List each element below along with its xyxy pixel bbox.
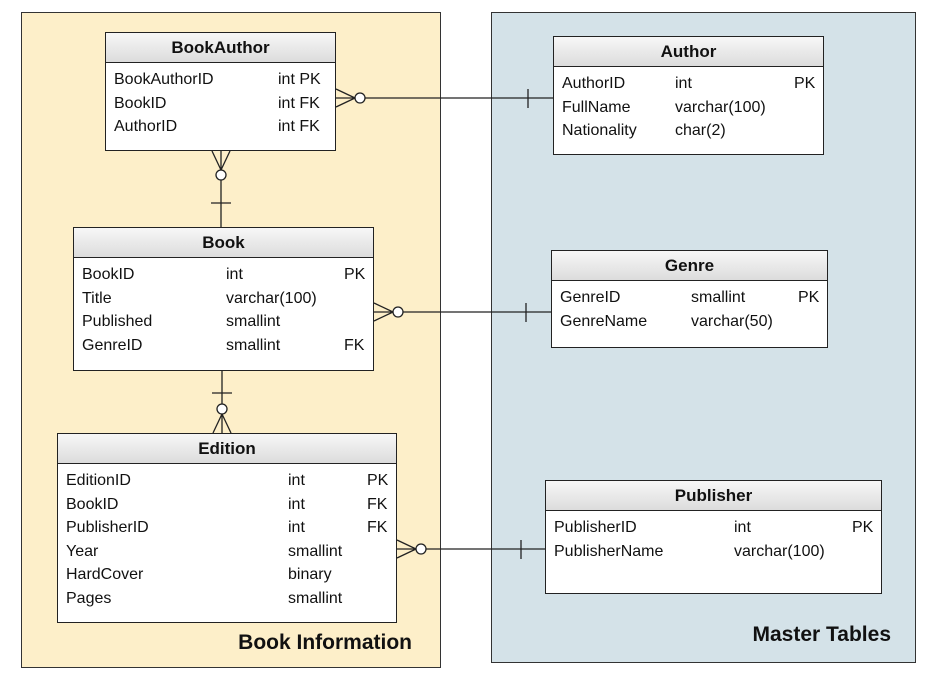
column-key: PK bbox=[344, 266, 366, 283]
column-key: FK bbox=[367, 495, 388, 513]
column-key: PK bbox=[798, 289, 820, 306]
column-name: GenreID bbox=[82, 336, 143, 354]
column-name: PublisherName bbox=[554, 542, 664, 560]
entity-title: Author bbox=[554, 37, 823, 67]
column-key: FK bbox=[367, 519, 388, 536]
column-name: BookID bbox=[66, 495, 119, 513]
column-row: GenreName varchar(50) bbox=[560, 310, 819, 334]
column-row: GenreID smallint PK bbox=[560, 286, 819, 310]
column-type: int bbox=[288, 472, 305, 489]
column-name: BookID bbox=[82, 266, 135, 283]
column-name: Published bbox=[82, 313, 153, 330]
column-row: BookID int FK bbox=[114, 92, 327, 116]
column-type: int PK bbox=[278, 71, 321, 88]
column-type: smallint bbox=[288, 542, 343, 560]
column-row: PublisherName varchar(100) bbox=[554, 540, 873, 564]
column-row: GenreID smallint FK bbox=[82, 334, 365, 358]
entity-bookauthor[interactable]: BookAuthor BookAuthorID int PK BookID in… bbox=[105, 32, 336, 151]
column-name: Nationality bbox=[562, 122, 637, 139]
column-row: Published smallint bbox=[82, 310, 365, 334]
column-key: PK bbox=[852, 519, 874, 536]
column-type: varchar(100) bbox=[675, 98, 766, 116]
column-name: AuthorID bbox=[562, 75, 626, 92]
column-name: EditionID bbox=[66, 472, 131, 489]
column-row: HardCover binary bbox=[66, 563, 388, 587]
column-type: smallint bbox=[226, 313, 281, 330]
column-type: int bbox=[675, 75, 692, 92]
entity-title: Genre bbox=[552, 251, 827, 281]
column-name: PublisherID bbox=[554, 519, 637, 536]
column-name: GenreName bbox=[560, 312, 648, 330]
column-row: Pages smallint bbox=[66, 587, 388, 611]
entity-title: Publisher bbox=[546, 481, 881, 511]
column-key: FK bbox=[344, 336, 365, 354]
entity-title: Edition bbox=[58, 434, 396, 464]
entity-genre[interactable]: Genre GenreID smallint PK GenreName varc… bbox=[551, 250, 828, 348]
column-type: int bbox=[226, 266, 243, 283]
column-type: int bbox=[734, 519, 751, 536]
column-name: Title bbox=[82, 289, 112, 307]
entity-publisher[interactable]: Publisher PublisherID int PK PublisherNa… bbox=[545, 480, 882, 594]
column-row: Nationality char(2) bbox=[562, 119, 815, 143]
column-name: BookAuthorID bbox=[114, 71, 214, 88]
column-name: Year bbox=[66, 542, 99, 560]
column-type: varchar(100) bbox=[226, 289, 317, 307]
column-type: smallint bbox=[288, 589, 343, 607]
column-name: HardCover bbox=[66, 566, 144, 583]
column-type: binary bbox=[288, 566, 332, 583]
column-type: int FK bbox=[278, 94, 320, 112]
column-type: int bbox=[288, 519, 305, 536]
column-row: EditionID int PK bbox=[66, 469, 388, 493]
column-type: smallint bbox=[226, 336, 281, 354]
entity-author[interactable]: Author AuthorID int PK FullName varchar(… bbox=[553, 36, 824, 155]
column-type: char(2) bbox=[675, 122, 726, 139]
entity-title: BookAuthor bbox=[106, 33, 335, 63]
entity-book[interactable]: Book BookID int PK Title varchar(100) Pu… bbox=[73, 227, 374, 371]
entity-title: Book bbox=[74, 228, 373, 258]
column-row: PublisherID int PK bbox=[554, 516, 873, 540]
column-row: BookAuthorID int PK bbox=[114, 68, 327, 92]
column-key: PK bbox=[794, 75, 816, 92]
column-name: AuthorID bbox=[114, 118, 178, 135]
column-row: PublisherID int FK bbox=[66, 516, 388, 540]
column-type: varchar(100) bbox=[734, 542, 825, 560]
column-name: FullName bbox=[562, 98, 631, 116]
column-key: PK bbox=[367, 472, 389, 489]
group-title-master-tables: Master Tables bbox=[752, 623, 892, 646]
column-row: Title varchar(100) bbox=[82, 287, 365, 311]
column-row: BookID int PK bbox=[82, 263, 365, 287]
column-type: varchar(50) bbox=[691, 312, 773, 330]
entity-edition[interactable]: Edition EditionID int PK BookID int FK P… bbox=[57, 433, 397, 623]
column-name: Pages bbox=[66, 589, 112, 607]
column-row: AuthorID int PK bbox=[562, 72, 815, 96]
column-type: smallint bbox=[691, 289, 746, 306]
column-row: BookID int FK bbox=[66, 493, 388, 517]
column-name: BookID bbox=[114, 94, 167, 112]
column-name: GenreID bbox=[560, 289, 621, 306]
column-name: PublisherID bbox=[66, 519, 149, 536]
column-row: Year smallint bbox=[66, 540, 388, 564]
column-type: int bbox=[288, 495, 305, 513]
group-title-book-information: Book Information bbox=[238, 631, 412, 654]
column-row: FullName varchar(100) bbox=[562, 96, 815, 120]
column-row: AuthorID int FK bbox=[114, 115, 327, 139]
column-type: int FK bbox=[278, 118, 320, 135]
